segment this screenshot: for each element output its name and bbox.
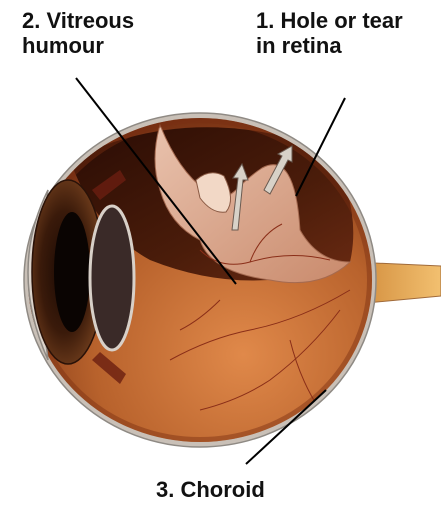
label-vitreous-humour: 2. Vitreous humour xyxy=(22,8,134,58)
label-vitreous-line2: humour xyxy=(22,33,134,58)
label-hole-line1: 1. Hole or tear xyxy=(256,8,403,33)
label-hole-or-tear: 1. Hole or tear in retina xyxy=(256,8,403,58)
label-choroid: 3. Choroid xyxy=(156,477,265,502)
pupil xyxy=(54,212,90,332)
label-hole-line2: in retina xyxy=(256,33,403,58)
lens xyxy=(90,206,134,350)
label-choroid-line1: 3. Choroid xyxy=(156,477,265,502)
label-vitreous-line1: 2. Vitreous xyxy=(22,8,134,33)
